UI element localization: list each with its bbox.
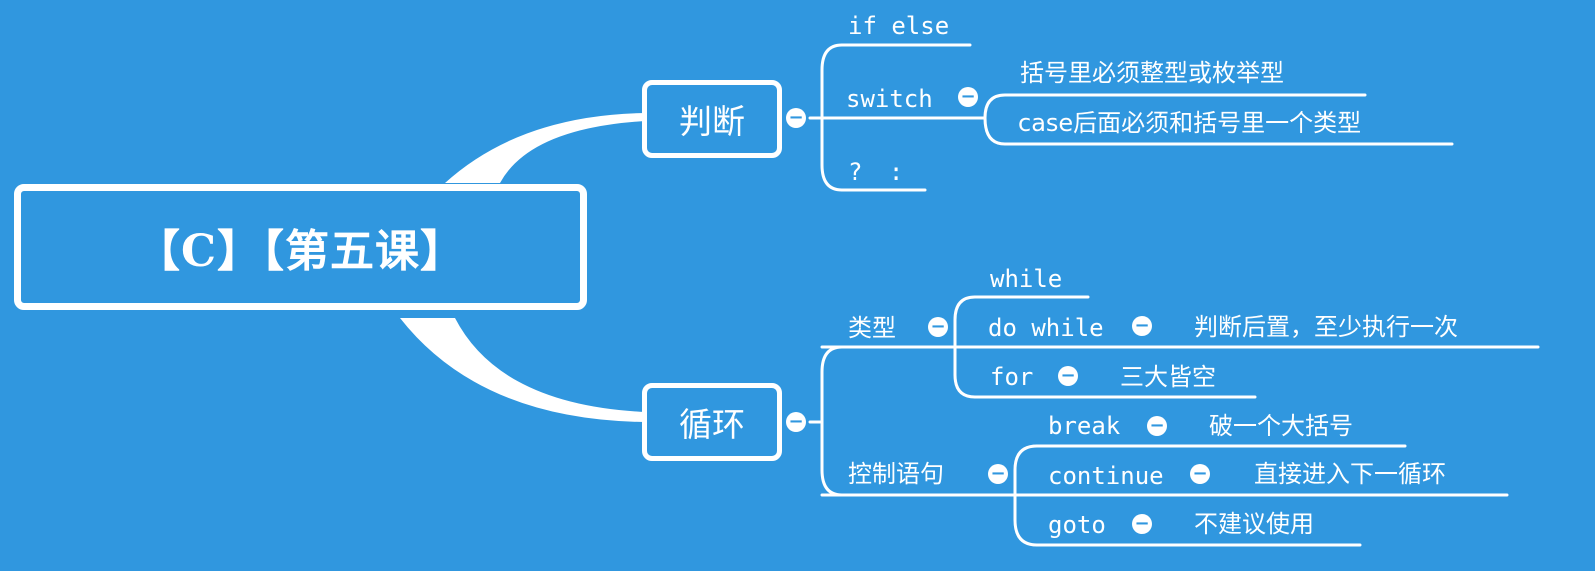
node-ternary[interactable]: ? : bbox=[848, 158, 910, 186]
collapse-icon[interactable]: − bbox=[928, 317, 948, 337]
node-for-note[interactable]: 三大皆空 bbox=[1120, 363, 1216, 391]
collapse-icon[interactable]: − bbox=[1132, 316, 1152, 336]
branch-loop[interactable]: 循环 bbox=[642, 383, 782, 461]
node-if-else[interactable]: if else bbox=[848, 12, 950, 40]
node-switch-note-1[interactable]: 括号里必须整型或枚举型 bbox=[1020, 59, 1284, 87]
collapse-icon[interactable]: − bbox=[1132, 514, 1152, 534]
node-switch-note-2[interactable]: case后面必须和括号里一个类型 bbox=[1018, 109, 1362, 137]
node-for[interactable]: for bbox=[990, 363, 1034, 391]
collapse-icon[interactable]: − bbox=[786, 108, 806, 128]
node-break[interactable]: break bbox=[1048, 412, 1121, 440]
central-topic[interactable]: 【C】【第五课】 bbox=[14, 184, 587, 310]
node-control[interactable]: 控制语句 bbox=[848, 460, 944, 488]
collapse-icon[interactable]: − bbox=[1147, 416, 1167, 436]
node-do-while-note[interactable]: 判断后置，至少执行一次 bbox=[1194, 313, 1458, 341]
node-continue-note[interactable]: 直接进入下一循环 bbox=[1254, 460, 1446, 488]
collapse-icon[interactable]: − bbox=[786, 412, 806, 432]
node-continue[interactable]: continue bbox=[1048, 462, 1164, 490]
node-break-note[interactable]: 破一个大括号 bbox=[1209, 412, 1353, 440]
collapse-icon[interactable]: − bbox=[958, 87, 978, 107]
node-while[interactable]: while bbox=[990, 265, 1063, 293]
collapse-icon[interactable]: − bbox=[988, 464, 1008, 484]
node-types[interactable]: 类型 bbox=[848, 314, 896, 342]
branch-judge[interactable]: 判断 bbox=[642, 80, 782, 158]
node-switch[interactable]: switch bbox=[846, 85, 933, 113]
collapse-icon[interactable]: − bbox=[1190, 464, 1210, 484]
node-goto-note[interactable]: 不建议使用 bbox=[1194, 510, 1314, 538]
collapse-icon[interactable]: − bbox=[1058, 366, 1078, 386]
node-do-while[interactable]: do while bbox=[988, 314, 1104, 342]
node-goto[interactable]: goto bbox=[1048, 511, 1106, 539]
